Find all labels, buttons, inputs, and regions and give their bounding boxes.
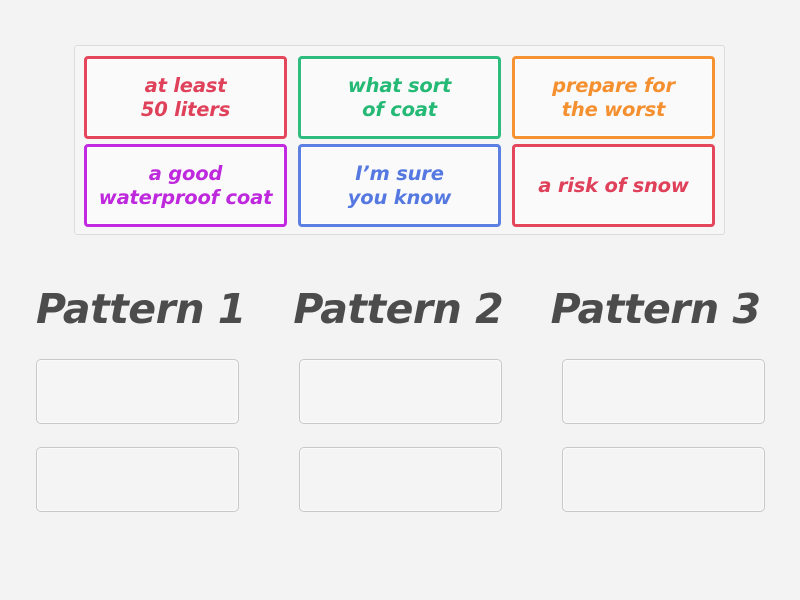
- word-tile-line-2: waterproof coat: [98, 185, 273, 209]
- pattern-headings-row: Pattern 1 Pattern 2 Pattern 3: [36, 285, 776, 333]
- drop-zone-pattern-3-slot-2[interactable]: [562, 447, 765, 512]
- drop-zone-pattern-1-slot-1[interactable]: [36, 359, 239, 424]
- word-tile-line-2: 50 liters: [140, 97, 231, 121]
- word-tile-line-1: prepare for: [552, 73, 675, 97]
- word-tile-a-risk-of-snow[interactable]: a risk of snow: [512, 144, 715, 227]
- drop-zone-row-2: [36, 447, 776, 512]
- word-tile-line-1: I’m sure: [355, 161, 444, 185]
- word-tile-line-1: a risk of snow: [538, 173, 689, 197]
- drop-zone-row-1: [36, 359, 776, 424]
- pattern-columns: Pattern 1 Pattern 2 Pattern 3: [36, 285, 776, 512]
- word-tile-line-2: you know: [347, 185, 452, 209]
- word-tile-line-1: at least: [144, 73, 227, 97]
- pattern-heading-2: Pattern 2: [293, 285, 504, 333]
- pattern-heading-1: Pattern 1: [36, 285, 246, 333]
- word-tile-line-2: of coat: [362, 97, 437, 121]
- drop-zone-grid: [36, 359, 776, 512]
- word-tile-line-1: a good: [148, 161, 223, 185]
- drop-zone-pattern-3-slot-1[interactable]: [562, 359, 765, 424]
- word-tile-line-1: what sort: [347, 73, 452, 97]
- drop-zone-pattern-1-slot-2[interactable]: [36, 447, 239, 512]
- word-tile-line-2: the worst: [561, 97, 666, 121]
- pattern-heading-3: Pattern 3: [550, 285, 761, 333]
- drop-zone-pattern-2-slot-1[interactable]: [299, 359, 502, 424]
- drop-zone-pattern-2-slot-2[interactable]: [299, 447, 502, 512]
- word-tile-label: a risk of snow: [534, 174, 692, 198]
